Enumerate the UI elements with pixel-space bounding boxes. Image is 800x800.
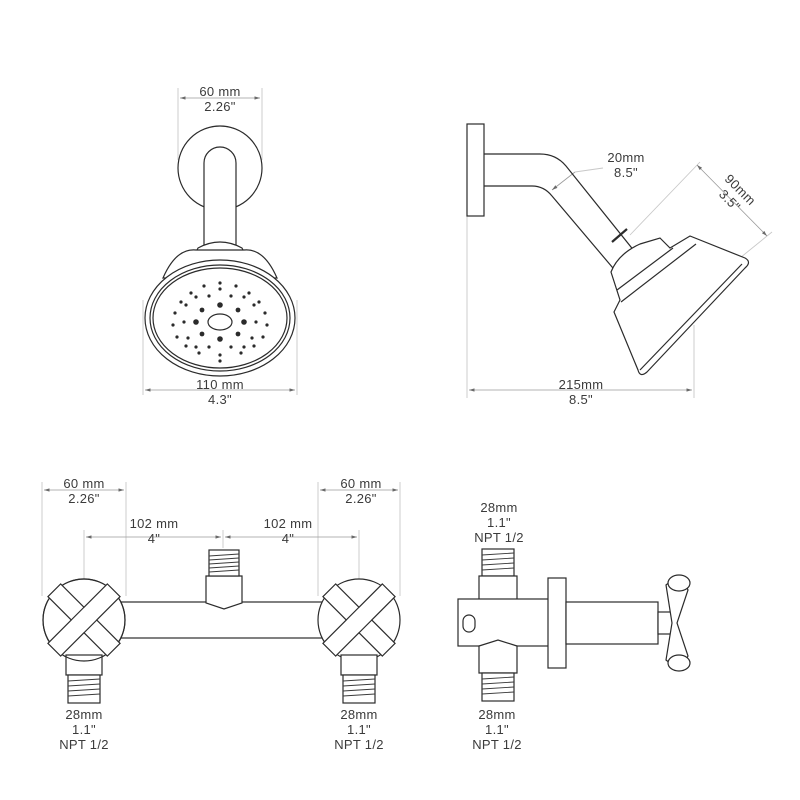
- shower-head-front-view: [142, 88, 298, 395]
- head-side-arm-dimension: 20mm 8.5": [607, 150, 644, 180]
- dimension-inch: 8.5": [569, 392, 593, 407]
- dimension-mm: 60 mm: [199, 84, 241, 99]
- dimension-inch: 1.1": [487, 515, 511, 530]
- dimension-inch: 4.3": [208, 392, 232, 407]
- dimension-inch: 4": [281, 531, 295, 546]
- dimension-mm: 102 mm: [263, 516, 313, 531]
- shower-head-side-view: [466, 123, 773, 398]
- dimension-inch: 2.26": [345, 491, 377, 506]
- dimension-mm: 60 mm: [340, 476, 382, 491]
- valve-right-spacing-dimension: 102 mm 4": [264, 516, 313, 546]
- dimension-inch: 1.1": [72, 722, 96, 737]
- dimension-inch: 8.5": [614, 165, 638, 180]
- valve-left-outlet-spec: 28mm 1.1" NPT 1/2: [59, 707, 109, 752]
- valve-side-view: [457, 548, 691, 702]
- dimension-inch: 1.1": [485, 722, 509, 737]
- head-side-bottom-dimension: 215mm 8.5": [559, 377, 604, 407]
- valve-side-bottom-outlet-spec: 28mm 1.1" NPT 1/2: [472, 707, 522, 752]
- dimension-mm: 28mm: [65, 707, 103, 722]
- head-front-top-dimension: 60 mm 2.26": [199, 84, 240, 114]
- dimension-inch: 4": [147, 531, 161, 546]
- valve-right-outlet-spec: 28mm 1.1" NPT 1/2: [334, 707, 384, 752]
- nozzle-holes: [171, 281, 269, 363]
- valve-left-handle-dimension: 60 mm 2.26": [63, 476, 104, 506]
- dimension-mm: 60 mm: [63, 476, 105, 491]
- valve-side-top-outlet-spec: 28mm 1.1" NPT 1/2: [474, 500, 524, 545]
- thread-spec: NPT 1/2: [334, 737, 384, 752]
- dimension-inch: 2.26": [68, 491, 100, 506]
- dimension-inch: 2.26": [204, 99, 236, 114]
- thread-spec: NPT 1/2: [472, 737, 522, 752]
- dimension-mm: 102 mm: [129, 516, 179, 531]
- dimension-mm: 20mm: [607, 150, 645, 165]
- valve-front-view: [41, 482, 401, 704]
- head-front-bottom-dimension: 110 mm 4.3": [196, 377, 244, 407]
- dimension-mm: 28mm: [478, 707, 516, 722]
- thread-spec: NPT 1/2: [474, 530, 524, 545]
- valve-left-spacing-dimension: 102 mm 4": [130, 516, 179, 546]
- dimension-mm: 28mm: [480, 500, 518, 515]
- dimension-mm: 110 mm: [196, 377, 244, 392]
- dimension-mm: 28mm: [340, 707, 378, 722]
- valve-right-handle-dimension: 60 mm 2.26": [340, 476, 381, 506]
- thread-spec: NPT 1/2: [59, 737, 109, 752]
- dimension-inch: 1.1": [347, 722, 371, 737]
- dimension-mm: 215mm: [558, 377, 604, 392]
